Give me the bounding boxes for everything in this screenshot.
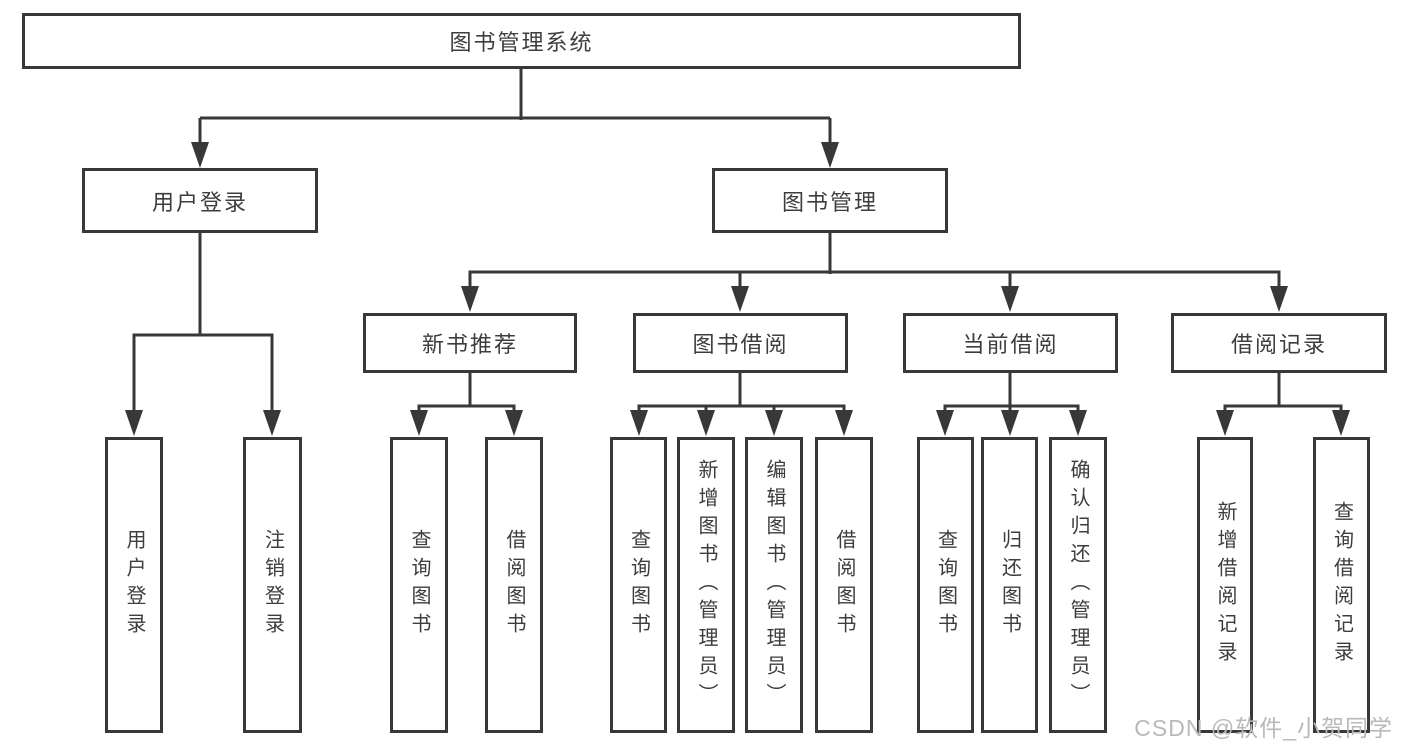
node-new-book-recommend: 新书推荐 [363, 313, 577, 373]
leaf-query-borrow-record-label: 查询借阅记录 [1330, 501, 1353, 669]
leaf-borrow-books-label: 借阅图书 [833, 529, 855, 641]
arrow-icon [1332, 410, 1350, 436]
node-book-borrow: 图书借阅 [633, 313, 848, 373]
leaf-borrow-books-recommend: 借阅图书 [485, 437, 543, 733]
leaf-return-books: 归还图书 [981, 437, 1038, 733]
node-book-borrow-label: 图书借阅 [692, 332, 789, 357]
leaf-user-login-label: 用户登录 [123, 529, 145, 641]
leaf-user-login: 用户登录 [105, 437, 163, 733]
leaf-query-borrow-record: 查询借阅记录 [1313, 437, 1370, 733]
leaf-add-books-admin: 新增图书（管理员） [677, 437, 735, 733]
arrow-icon [1216, 410, 1234, 436]
node-root: 图书管理系统 [22, 13, 1021, 69]
arrow-icon [630, 410, 648, 436]
leaf-query-books-borrow: 查询图书 [610, 437, 667, 733]
leaf-borrow-books: 借阅图书 [815, 437, 873, 733]
arrow-icon [765, 410, 783, 436]
arrow-icon [505, 410, 523, 436]
arrow-icon [461, 286, 479, 312]
arrow-icon [410, 410, 428, 436]
node-book-management: 图书管理 [712, 168, 948, 233]
leaf-query-books-recommend: 查询图书 [390, 437, 448, 733]
leaf-add-books-admin-label: 新增图书（管理员） [695, 459, 717, 711]
node-root-label: 图书管理系统 [449, 30, 594, 55]
node-current-borrow-label: 当前借阅 [962, 332, 1059, 357]
node-book-management-label: 图书管理 [781, 189, 878, 215]
leaf-edit-books-admin: 编辑图书（管理员） [745, 437, 803, 733]
leaf-edit-books-admin-label: 编辑图书（管理员） [763, 459, 785, 711]
connector-root-to-branches [198, 68, 832, 146]
node-borrow-records: 借阅记录 [1171, 313, 1387, 373]
node-user-login-label: 用户登录 [151, 189, 248, 215]
node-user-login: 用户登录 [82, 168, 318, 233]
leaf-query-books-borrow-label: 查询图书 [627, 529, 650, 641]
connector-new-book-recommend-group [417, 373, 516, 414]
arrow-icon [125, 410, 143, 436]
arrow-icon [936, 410, 954, 436]
arrow-icon [1270, 286, 1288, 312]
connector-book-borrow-group [637, 373, 846, 414]
leaf-return-books-label: 归还图书 [998, 529, 1021, 641]
node-new-book-recommend-label: 新书推荐 [421, 332, 518, 357]
watermark-text: CSDN @软件_小贺同学 [1134, 715, 1393, 741]
arrow-icon [697, 410, 715, 436]
arrow-icon [1069, 410, 1087, 436]
leaf-query-books-recommend-label: 查询图书 [408, 529, 430, 641]
leaf-add-borrow-record: 新增借阅记录 [1197, 437, 1253, 733]
node-current-borrow: 当前借阅 [903, 313, 1118, 373]
arrow-icon [263, 410, 281, 436]
connector-borrow-records-group [1223, 373, 1343, 414]
leaf-logout: 注销登录 [243, 437, 302, 733]
arrow-icon [191, 142, 209, 168]
leaf-confirm-return-admin-label: 确认归还（管理员） [1067, 459, 1089, 711]
arrow-icon [731, 286, 749, 312]
connector-user-login-group [132, 233, 274, 414]
arrow-icon [1001, 286, 1019, 312]
arrow-icon [835, 410, 853, 436]
leaf-logout-label: 注销登录 [261, 529, 284, 641]
arrow-icon [1001, 410, 1019, 436]
connector-book-management-group [468, 233, 1281, 290]
arrowheads [125, 142, 1350, 436]
leaf-query-books-current-label: 查询图书 [934, 529, 957, 641]
leaf-query-books-current: 查询图书 [917, 437, 974, 733]
arrow-icon [821, 142, 839, 168]
leaf-add-borrow-record-label: 新增借阅记录 [1214, 501, 1236, 669]
connector-current-borrow-group [943, 373, 1080, 414]
leaf-borrow-books-recommend-label: 借阅图书 [503, 529, 525, 641]
node-borrow-records-label: 借阅记录 [1230, 332, 1327, 357]
leaf-confirm-return-admin: 确认归还（管理员） [1049, 437, 1107, 733]
